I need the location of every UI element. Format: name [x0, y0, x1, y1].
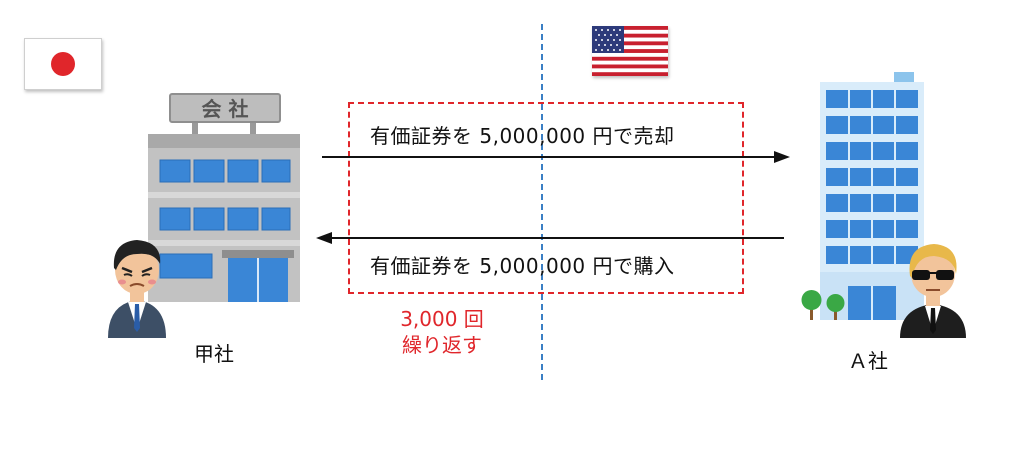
repeat-transaction-box: [348, 102, 744, 294]
building-sign-text: 会 社: [202, 97, 249, 121]
businessman-icon: [108, 240, 166, 338]
repeat-count: 3,000 回: [400, 307, 484, 331]
tower-building-icon: [820, 72, 924, 320]
company-a-label: 甲社: [194, 342, 234, 366]
repeat-text: 繰り返す: [402, 333, 482, 357]
buy-arrowhead: [316, 232, 332, 244]
border-divider: [541, 24, 543, 380]
sunglasses-man-icon: [900, 244, 966, 338]
usa-flag-icon: [592, 26, 668, 76]
repeat-note: 3,000 回 繰り返す: [380, 306, 504, 358]
tree-icon: [801, 290, 845, 320]
company-b-label: Ａ社: [848, 349, 888, 373]
sell-transaction-label: 有価証券を 5,000,000 円で売却: [370, 124, 675, 148]
japan-flag-icon: [24, 38, 102, 90]
buy-transaction-label: 有価証券を 5,000,000 円で購入: [370, 254, 675, 278]
sell-arrowhead: [774, 151, 790, 163]
company-building-icon: 会 社: [148, 93, 300, 302]
